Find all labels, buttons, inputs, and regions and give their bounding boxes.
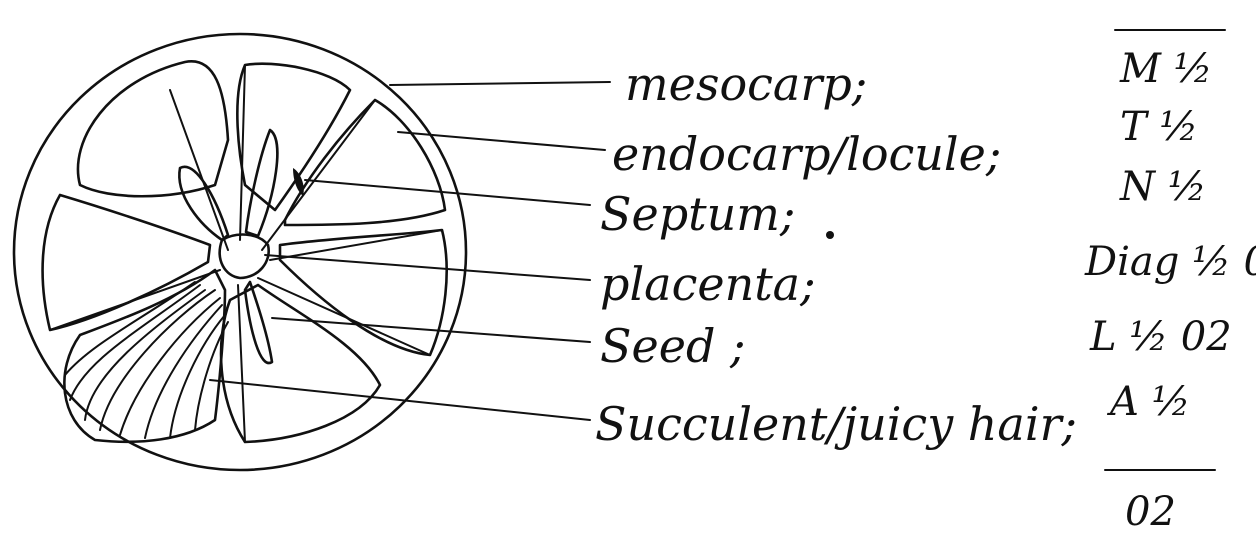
segment-left xyxy=(43,195,210,330)
label-mesocarp: mesocarp; xyxy=(625,57,867,111)
septum-dot xyxy=(826,231,834,239)
mark-m: M ½ xyxy=(1119,46,1212,92)
placenta-core xyxy=(220,235,269,278)
outer-rind xyxy=(14,34,466,470)
mark-l: L ½ 02 xyxy=(1089,314,1232,360)
label-seed: Seed ; xyxy=(600,319,746,373)
label-juicy-hair: Succulent/juicy hair; xyxy=(595,397,1077,451)
marks-total: 02 xyxy=(1125,489,1176,535)
label-endocarp-locule: endocarp/locule; xyxy=(612,127,1001,181)
mark-diag: Diag ½ 02 xyxy=(1084,239,1256,285)
mark-n: N ½ xyxy=(1119,164,1206,210)
septa xyxy=(50,65,442,442)
seed-upper xyxy=(246,130,277,236)
segment-right xyxy=(280,230,447,355)
mark-t: T ½ xyxy=(1120,104,1198,150)
label-placenta: placenta; xyxy=(600,257,816,311)
mark-a: A ½ xyxy=(1106,379,1190,425)
seed-lower xyxy=(245,282,272,363)
label-septum: Septum; xyxy=(600,187,795,241)
